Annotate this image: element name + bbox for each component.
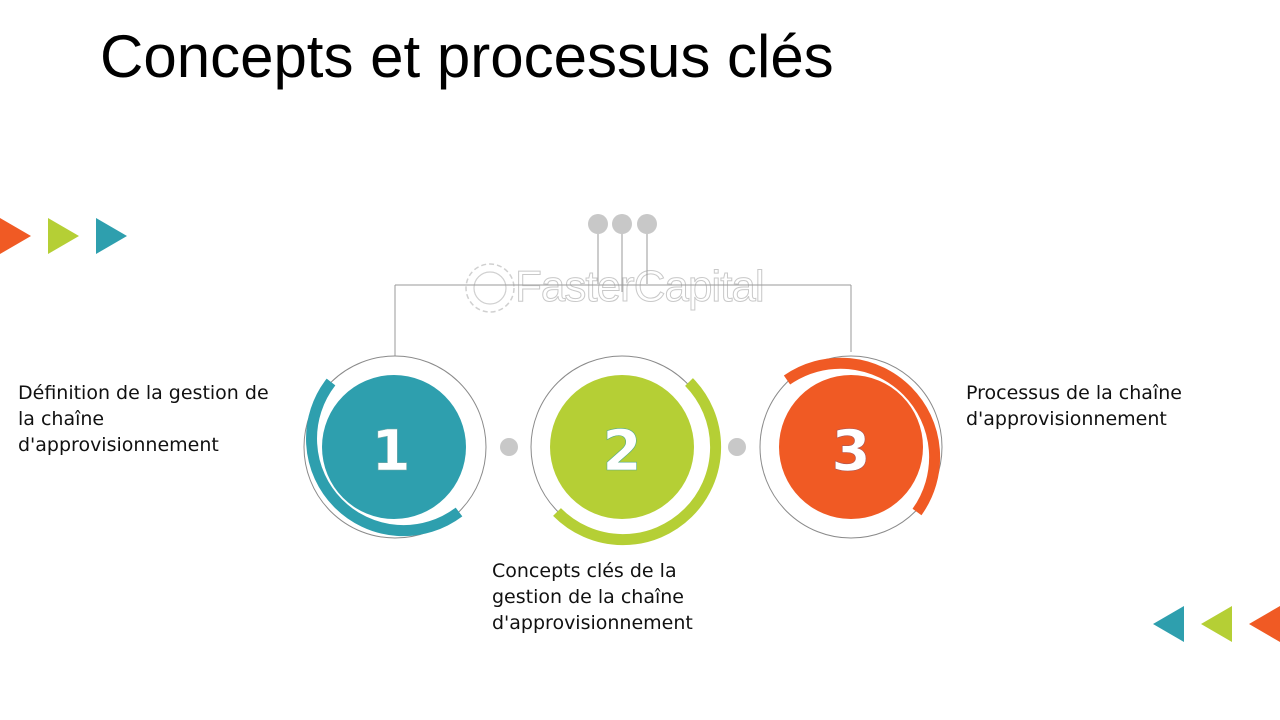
arrow-right-icon [0,218,31,254]
step-2-number: 2 [603,419,642,484]
connector-tree [394,214,852,356]
label-line: la chaîne [18,408,105,430]
arrow-right-icon [96,218,127,254]
label-line: d'approvisionnement [18,434,219,456]
label-line: d'approvisionnement [492,612,693,634]
right-arrows-decoration [0,218,127,254]
slide-title: Concepts et processus clés [100,23,834,90]
label-line: gestion de la chaîne [492,586,684,608]
step-1-number: 1 [372,419,411,484]
connector-dot [728,438,746,456]
label-line: Concepts clés de la [492,560,677,582]
step-2-circle: 2 [530,355,722,546]
step-3-label: Processus de la chaîne d'approvisionneme… [966,380,1182,432]
left-arrows-decoration [1153,606,1280,642]
step-1-circle: 1 [303,355,487,539]
arrow-left-icon [1249,606,1280,642]
connector-dot [612,214,632,234]
step-3-number: 3 [832,419,871,484]
connector-dot [588,214,608,234]
label-line: Définition de la gestion de [18,382,269,404]
label-line: Processus de la chaîne [966,382,1182,404]
step-2-label: Concepts clés de la gestion de la chaîne… [492,558,693,636]
watermark-text: FasterCapital [515,262,766,312]
step-3-circle: 3 [759,355,943,539]
arrow-left-icon [1153,606,1184,642]
arrow-left-icon [1201,606,1232,642]
step-1-label: Définition de la gestion de la chaîne d'… [18,380,269,458]
label-line: d'approvisionnement [966,408,1167,430]
arrow-right-icon [48,218,79,254]
connector-dot [500,438,518,456]
connector-dot [637,214,657,234]
